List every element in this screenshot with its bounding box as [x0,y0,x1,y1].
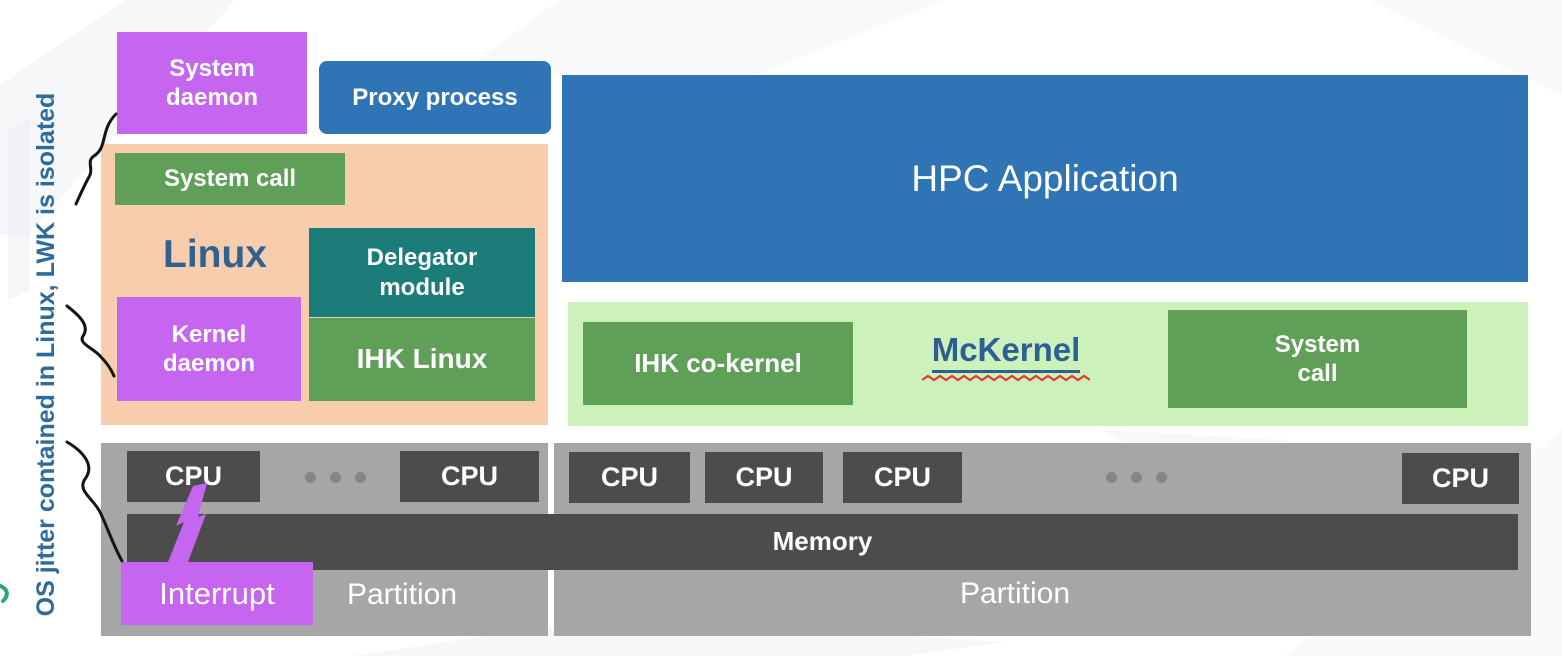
interrupt-box: Interrupt [121,562,313,625]
spellcheck-squiggle [922,374,1090,382]
cpu-box: CPU [705,452,823,503]
cpu-label: CPU [735,462,793,493]
system-daemon-box: System daemon [117,32,307,134]
dot [1131,472,1142,483]
linux-system-call-label: System call [163,165,297,193]
memory-label: Memory [772,526,873,557]
cpu-box: CPU [843,452,962,503]
cpu-box: CPU [400,451,539,502]
dot [1156,472,1167,483]
cpu-label: CPU [1431,463,1489,494]
ellipsis-dots [1106,472,1167,483]
mckernel-title-wrap: McKernel [920,331,1092,382]
cpu-label: CPU [440,461,498,492]
hpc-application-label: HPC Application [911,157,1179,199]
dot [330,472,341,483]
memory-bar: Memory [127,514,1518,570]
kernel-daemon-label: Kernel daemon [162,320,255,377]
dot [1106,472,1117,483]
cpu-label: CPU [600,462,658,493]
ihk-co-kernel-label: IHK co-kernel [634,347,802,378]
system-daemon-label: System daemon [165,54,258,111]
cpu-box: CPU [569,452,690,503]
delegator-module-box: Delegator module [309,228,535,317]
partition-label-right: Partition [959,577,1071,610]
ellipsis-dots [305,472,366,483]
mckernel-title: McKernel [931,331,1081,373]
linux-system-call-box: System call [115,153,345,205]
proxy-process-label: Proxy process [352,83,518,111]
proxy-process-box: Proxy process [319,61,551,134]
mckernel-system-call-label: System call [1274,330,1361,387]
cpu-label: CPU [873,462,931,493]
dot [305,472,316,483]
ihk-linux-box: IHK Linux [309,318,535,401]
kernel-daemon-box: Kernel daemon [117,297,301,401]
cpu-box: CPU [127,451,260,502]
partition-label-left: Partition [346,578,458,611]
linux-title: Linux [163,233,267,276]
ihk-co-kernel-box: IHK co-kernel [583,322,853,405]
side-note-os-jitter: OS jitter contained in Linux, LWK is iso… [31,92,60,617]
interrupt-label: Interrupt [159,575,275,611]
hpc-application-box: HPC Application [562,75,1528,282]
dot [355,472,366,483]
mckernel-system-call-box: System call [1168,310,1467,408]
delegator-module-label: Delegator module [366,244,478,301]
cpu-box: CPU [1402,453,1519,504]
ihk-linux-label: IHK Linux [356,343,488,375]
edge-mark [0,583,9,603]
cpu-label: CPU [164,461,222,492]
